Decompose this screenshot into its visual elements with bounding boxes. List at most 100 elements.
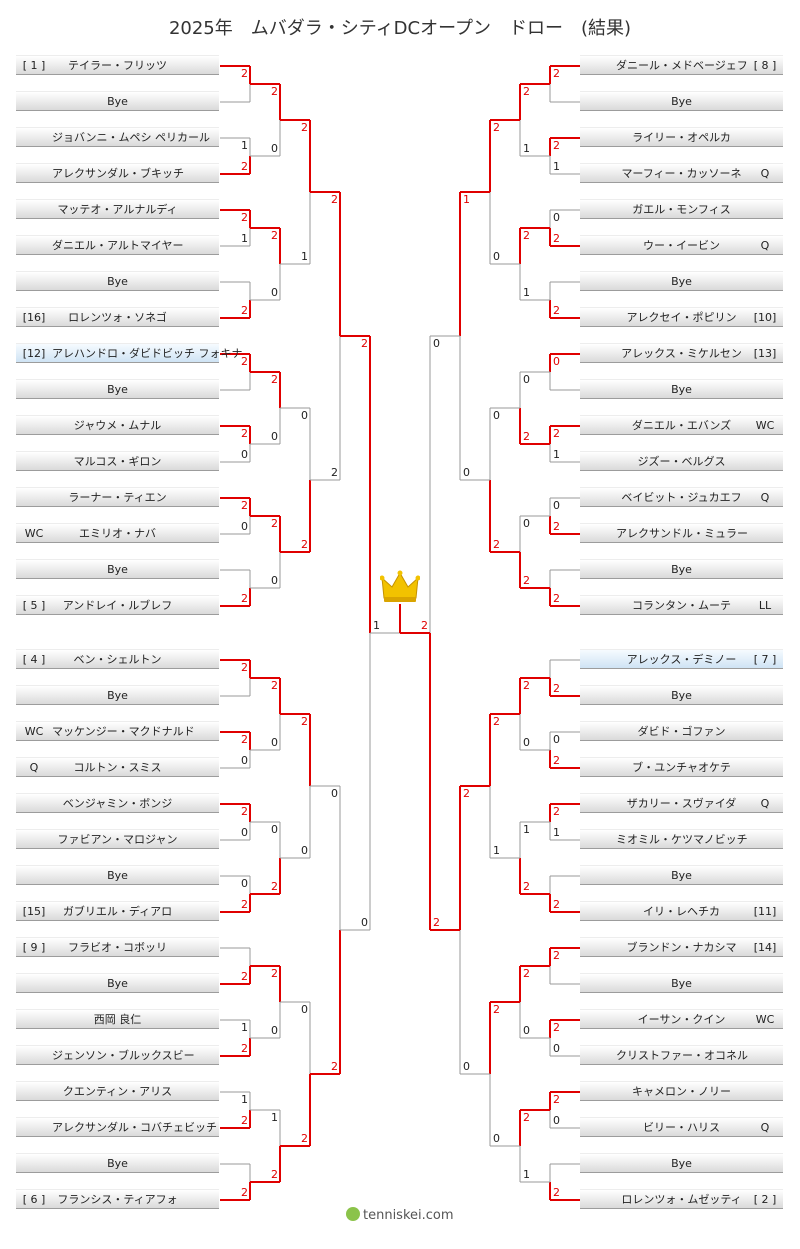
player-row[interactable]: [10] アレクセイ・ポピリン <box>580 307 783 327</box>
player-row[interactable]: クリストファー・オコネル <box>580 1045 783 1065</box>
player-row[interactable]: アレクサンドル・ミュラー <box>580 523 783 543</box>
player-row[interactable]: ジャウメ・ムナル <box>16 415 219 435</box>
player-row[interactable]: [13]アレックス・ミケルセン <box>580 343 783 363</box>
player-row[interactable]: Bye <box>580 379 783 399</box>
match-score: 2 <box>553 232 560 245</box>
match-score: 1 <box>241 1093 248 1106</box>
player-row[interactable]: [11]イリ・レヘチカ <box>580 901 783 921</box>
player-row[interactable]: ミオミル・ケツマノビッチ <box>580 829 783 849</box>
player-row[interactable]: Bye <box>16 379 219 399</box>
player-row[interactable]: ライリー・オペルカ <box>580 127 783 147</box>
player-row[interactable]: Bye <box>580 559 783 579</box>
page-title: 2025年 ムバダラ・シティDCオープン ドロー (結果) <box>168 18 632 39</box>
player-row[interactable]: Q マーフィー・カッソーネ <box>580 163 783 183</box>
player-row[interactable]: クエンティン・アリス <box>16 1081 219 1101</box>
match-score: 0 <box>271 430 278 443</box>
match-score: 0 <box>523 1024 530 1037</box>
player-row[interactable]: Bye <box>16 559 219 579</box>
player-row[interactable]: ダニエル・アルトマイヤー <box>16 235 219 255</box>
player-row[interactable]: Bye <box>580 91 783 111</box>
site-logo[interactable]: tenniskei.com <box>346 1207 454 1223</box>
player-name: アレクセイ・ポピリン <box>626 311 737 324</box>
player-row[interactable]: ダビド・ゴファン <box>580 721 783 741</box>
player-row[interactable]: Bye <box>16 1153 219 1173</box>
player-name: ダニエル・エバンズ <box>631 419 732 432</box>
player-row[interactable]: [12]アレハンドロ・ダビドビッチ フォキナ <box>16 343 243 363</box>
player-row[interactable]: ジズー・ベルグス <box>580 451 783 471</box>
player-name: Bye <box>671 689 692 702</box>
player-row[interactable]: [14]ブランドン・ナカシマ <box>580 937 783 957</box>
match-score: 2 <box>433 916 440 929</box>
player-row[interactable]: Bye <box>16 973 219 993</box>
player-row[interactable]: Bye <box>580 865 783 885</box>
player-row[interactable]: Bye <box>16 865 219 885</box>
match-score: 2 <box>301 1132 308 1145</box>
player-name: ジズー・ベルグス <box>637 455 726 468</box>
seed-label: Q <box>760 239 770 252</box>
player-row[interactable]: [ 8 ]ダニール・メドベージェフ <box>580 55 783 75</box>
player-row[interactable]: ガエル・モンフィス <box>580 199 783 219</box>
seed-label: [ 9 ] <box>22 941 46 954</box>
player-row[interactable]: ジェンソン・ブルックスビー <box>16 1045 219 1065</box>
player-row[interactable]: Bye <box>580 1153 783 1173</box>
player-row[interactable]: Bye <box>16 91 219 111</box>
player-row[interactable]: [ 7 ]アレックス・デミノー <box>580 649 783 669</box>
match-score: 0 <box>553 355 560 368</box>
match-score: 2 <box>301 121 308 134</box>
player-row[interactable]: マッテオ・アルナルディ <box>16 199 219 219</box>
player-name: アレハンドロ・ダビドビッチ フォキナ <box>52 347 243 360</box>
player-row[interactable]: Bye <box>16 685 219 705</box>
player-name: アレックス・ミケルセン <box>621 347 742 360</box>
player-row[interactable]: Bye <box>580 973 783 993</box>
player-row[interactable]: [ 6 ]フランシス・ティアフォ <box>16 1189 219 1209</box>
player-row[interactable]: ラーナー・ティエン <box>16 487 219 507</box>
player-row[interactable]: [ 5 ]アンドレイ・ルブレフ <box>16 595 219 615</box>
player-row[interactable]: ジョバンニ・ムペシ ペリカール <box>16 127 219 147</box>
player-row[interactable]: [16]ロレンツォ・ソネゴ <box>16 307 219 327</box>
player-name: Bye <box>107 95 128 108</box>
match-score: 0 <box>301 409 308 422</box>
seed-label: Q <box>760 167 770 180</box>
player-name: マーフィー・カッソーネ <box>621 167 742 180</box>
player-row[interactable]: 西岡 良仁 <box>16 1009 219 1029</box>
seed-label: [10] <box>753 311 777 324</box>
player-row[interactable]: マルコス・ギロン <box>16 451 219 471</box>
seed-label: LL <box>758 599 772 612</box>
player-row[interactable]: ブ・ユンチャオケテ <box>580 757 783 777</box>
seed-label: Q <box>29 761 39 774</box>
player-row[interactable]: キャメロン・ノリー <box>580 1081 783 1101</box>
seed-label: [ 1 ] <box>22 59 46 72</box>
match-score: 0 <box>493 409 500 422</box>
player-row[interactable]: Bye <box>580 271 783 291</box>
player-row[interactable]: Bye <box>16 271 219 291</box>
player-row[interactable]: Bye <box>580 685 783 705</box>
player-row[interactable]: [ 1 ]テイラー・フリッツ <box>16 55 219 75</box>
match-score: 0 <box>523 373 530 386</box>
player-row[interactable]: アレクサンダル・ブキッチ <box>16 163 219 183</box>
player-name: Bye <box>671 383 692 396</box>
match-score: 0 <box>241 754 248 767</box>
player-row[interactable]: ベンジャミン・ボンジ <box>16 793 219 813</box>
match-score: 0 <box>271 286 278 299</box>
player-name: Bye <box>107 563 128 576</box>
player-row[interactable]: [15]ガブリエル・ディアロ <box>16 901 219 921</box>
player-row[interactable]: アレクサンダル・コバチェビッチ <box>16 1117 219 1137</box>
match-score: 2 <box>271 85 278 98</box>
player-row[interactable]: ファビアン・マロジャン <box>16 829 219 849</box>
match-score: 2 <box>523 880 530 893</box>
player-name: エミリオ・ナバ <box>79 527 156 540</box>
match-score: 0 <box>493 1132 500 1145</box>
player-row[interactable]: [ 2 ]ロレンツォ・ムゼッティ <box>580 1189 783 1209</box>
player-row[interactable]: [ 4 ]ベン・シェルトン <box>16 649 219 669</box>
player-row[interactable]: [ 9 ]フラビオ・コボッリ <box>16 937 219 957</box>
